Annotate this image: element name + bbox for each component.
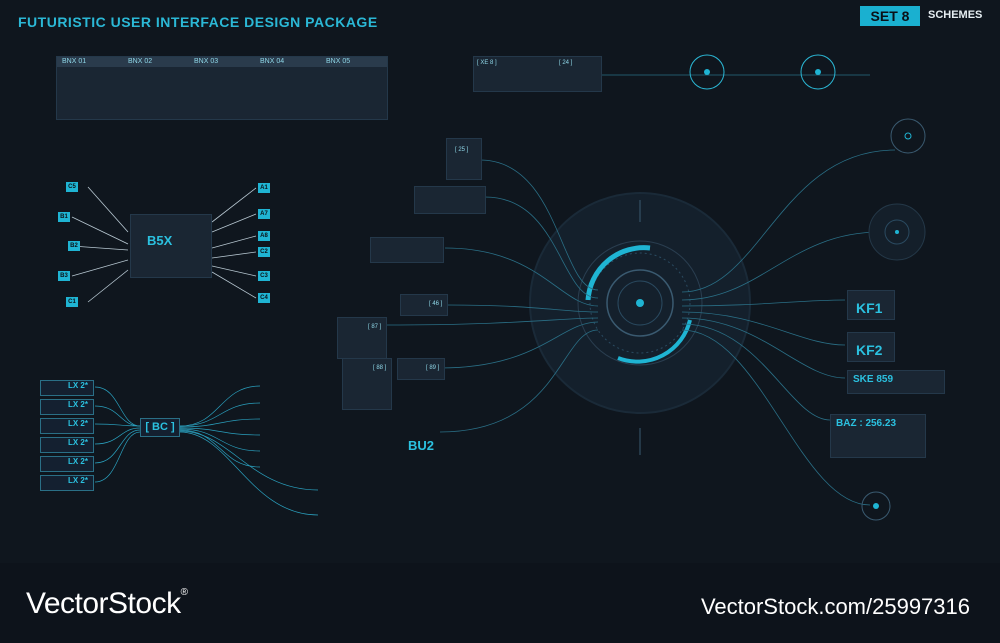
tag-25[interactable]: [ 25 ] — [455, 147, 469, 153]
lx-item-label: LX 2* — [67, 476, 88, 485]
top-ring-1 — [689, 54, 725, 90]
lx-item-label: LX 2* — [67, 438, 88, 447]
right-ring-1-dot — [904, 132, 912, 140]
tab-bnx-04[interactable]: BNX 04 — [260, 58, 285, 65]
right-ring-2-inner — [884, 219, 910, 245]
radar-arc-bottom — [617, 319, 692, 364]
xe8-panel: [ XE 8 ] [ 24 ] — [473, 56, 602, 92]
node-b3[interactable]: B3 — [58, 271, 70, 281]
radar-inner-ring — [606, 269, 674, 337]
bc-tree-wires — [94, 385, 319, 516]
baz-panel[interactable]: BAZ : 256.23 — [830, 414, 926, 458]
baz-label: BAZ : 256.23 — [836, 418, 897, 429]
panel-88: [ 88 ] — [342, 358, 392, 410]
top-ring-2 — [800, 54, 836, 90]
tab-bnx-05[interactable]: BNX 05 — [326, 58, 351, 65]
right-ring-3 — [861, 491, 891, 521]
panel-25: [ 25 ] — [446, 138, 482, 180]
radar-dashed-ring — [589, 252, 691, 354]
node-c5[interactable]: C5 — [66, 182, 78, 192]
node-c1[interactable]: C1 — [66, 297, 78, 307]
ske-label: SKE 859 — [853, 374, 894, 385]
top-ring-2-dot — [815, 69, 821, 75]
lx-item-label: LX 2* — [67, 381, 88, 390]
lx-item-5[interactable]: LX 2* — [40, 456, 94, 472]
lx-item-label: LX 2* — [67, 457, 88, 466]
panel-top-mid — [414, 186, 486, 214]
right-ring-1 — [890, 118, 926, 154]
bu2-label: BU2 — [408, 438, 435, 453]
lx-item-1[interactable]: LX 2* — [40, 380, 94, 396]
tag-24[interactable]: [ 24 ] — [559, 60, 573, 66]
node-b1[interactable]: B1 — [58, 212, 70, 222]
schemes-label: SCHEMES — [928, 9, 983, 21]
footer-bar — [0, 563, 1000, 643]
wire-layer — [71, 54, 926, 521]
right-ring-3-dot — [873, 503, 879, 509]
tag-88[interactable]: [ 88 ] — [373, 365, 387, 371]
registered-mark: ® — [180, 587, 188, 598]
table-header-bar — [57, 57, 387, 67]
ske-panel[interactable]: SKE 859 — [847, 370, 945, 394]
panel-89: [ 89 ] — [397, 358, 445, 380]
node-c3[interactable]: C3 — [258, 271, 270, 281]
top-ring-1-dot — [704, 69, 710, 75]
tag-87[interactable]: [ 87 ] — [368, 324, 382, 330]
brand-logo: VectorStock® — [26, 587, 188, 621]
node-c2[interactable]: C2 — [258, 247, 270, 257]
tag-89[interactable]: [ 89 ] — [426, 365, 440, 371]
radar-center-dot — [636, 299, 644, 307]
node-c4[interactable]: C4 — [258, 293, 270, 303]
tab-bnx-01[interactable]: BNX 01 — [62, 58, 87, 65]
panel-87: [ 87 ] — [337, 317, 387, 359]
kf1-panel[interactable]: KF1 — [847, 290, 895, 320]
tab-bnx-03[interactable]: BNX 03 — [194, 58, 219, 65]
panel-mid-left — [370, 237, 444, 263]
lx-item-6[interactable]: LX 2* — [40, 475, 94, 491]
hud-canvas: FUTURISTIC USER INTERFACE DESIGN PACKAGE… — [18, 6, 983, 521]
bc-hub[interactable]: [ BC ] — [140, 418, 180, 437]
image-code: VectorStock.com/25997316 — [700, 594, 970, 619]
kf2-label: KF2 — [856, 342, 883, 358]
tab-bnx-02[interactable]: BNX 02 — [128, 58, 153, 65]
radar-core-ring — [617, 280, 663, 326]
lx-item-2[interactable]: LX 2* — [40, 399, 94, 415]
radar-outer-ring — [577, 240, 703, 366]
lx-item-label: LX 2* — [67, 419, 88, 428]
kf1-label: KF1 — [856, 300, 883, 316]
node-a1[interactable]: A1 — [258, 183, 270, 193]
panel-46: [ 46 ] — [400, 294, 448, 316]
xe8-tag[interactable]: [ XE 8 ] — [477, 60, 497, 66]
page-title: FUTURISTIC USER INTERFACE DESIGN PACKAGE — [18, 14, 378, 30]
node-a7[interactable]: A7 — [258, 209, 270, 219]
radar-arc-top — [585, 245, 651, 301]
lx-item-3[interactable]: LX 2* — [40, 418, 94, 434]
node-a8[interactable]: A8 — [258, 231, 270, 241]
node-b2[interactable]: B2 — [68, 241, 80, 251]
tag-46[interactable]: [ 46 ] — [429, 301, 443, 307]
lx-item-4[interactable]: LX 2* — [40, 437, 94, 453]
hub-b5x-panel[interactable]: B5X — [130, 214, 212, 278]
set-badge: SET 8 — [860, 6, 920, 26]
brand-name: VectorStock — [26, 587, 181, 620]
kf2-panel[interactable]: KF2 — [847, 332, 895, 362]
lx-item-label: LX 2* — [67, 400, 88, 409]
radar-wires — [384, 149, 896, 506]
top-data-table: BNX 01 BNX 02 BNX 03 BNX 04 BNX 05 — [56, 56, 388, 120]
hub-b5x-label: B5X — [147, 233, 173, 248]
left-tree-wires — [71, 186, 257, 303]
right-ring-2-dot — [895, 230, 899, 234]
